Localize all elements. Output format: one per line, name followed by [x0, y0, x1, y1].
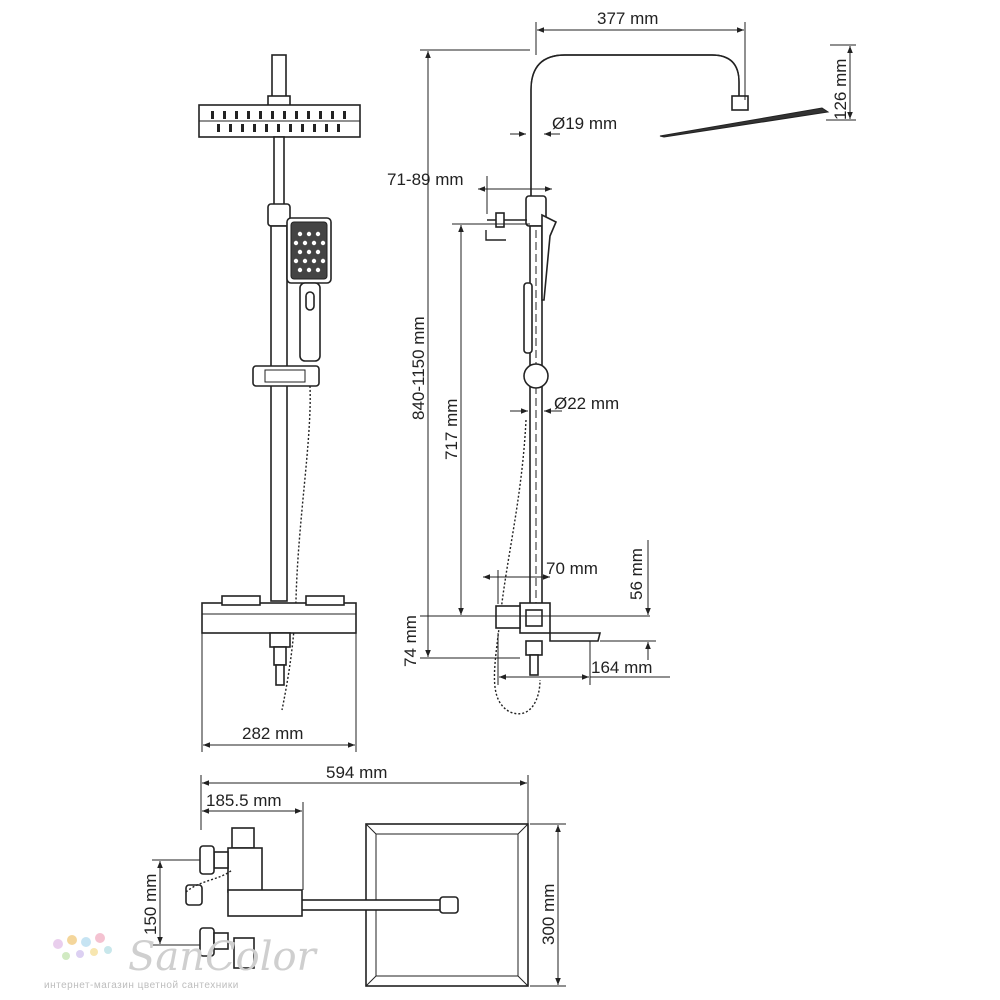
- side-rain-head: [659, 107, 830, 138]
- front-view: 282 mm: [198, 54, 361, 752]
- dim-spout-length: 164 mm: [591, 658, 652, 677]
- dim-wall-offset: 71-89 mm: [387, 170, 464, 189]
- front-upper-pipe: [273, 136, 285, 208]
- watermark-name: SanColor: [128, 934, 319, 980]
- dim-mixer-width: 282 mm: [242, 724, 303, 743]
- front-shower-holder: [252, 365, 320, 387]
- front-thermostat-mixer: [201, 595, 357, 686]
- dim-plan-mixer-depth: 185.5 mm: [206, 791, 282, 810]
- dim-arm-length: 377 mm: [597, 9, 658, 28]
- front-slide-rail: [270, 225, 288, 602]
- front-hand-shower: [286, 217, 332, 362]
- side-mixer: [495, 602, 602, 676]
- dim-mixer-height-top: 56 mm: [627, 548, 646, 600]
- plan-mixer: [185, 827, 303, 969]
- plan-view: 594 mm 185.5 mm 300 mm: [141, 763, 566, 987]
- dim-total-height: 840-1150 mm: [409, 316, 428, 420]
- dim-rail-height: 717 mm: [442, 399, 461, 460]
- watermark-tagline: интернет-магазин цветной сантехники: [44, 980, 239, 991]
- dim-head-size: 300 mm: [539, 884, 558, 945]
- dim-plan-mixer-span: 150 mm: [141, 874, 160, 935]
- dim-mixer-height-bottom: 74 mm: [401, 615, 420, 667]
- dim-head-height: 126 mm: [831, 59, 850, 120]
- side-wall-bracket: [495, 212, 505, 228]
- side-holder: [523, 363, 549, 389]
- watermark-logo: [53, 933, 112, 960]
- side-hand-shower: [541, 213, 558, 301]
- front-rain-head: [198, 104, 361, 138]
- dim-pipe-bottom-diameter: Ø22 mm: [554, 394, 619, 413]
- dim-pipe-top-diameter: Ø19 mm: [552, 114, 617, 133]
- dim-mixer-offset: 70 mm: [546, 559, 598, 578]
- front-hose: [281, 385, 311, 711]
- dim-plan-total-width: 594 mm: [326, 763, 387, 782]
- side-view: 377 mm 126 mm Ø19 mm 71-89 mm 840-1150 m…: [387, 9, 856, 715]
